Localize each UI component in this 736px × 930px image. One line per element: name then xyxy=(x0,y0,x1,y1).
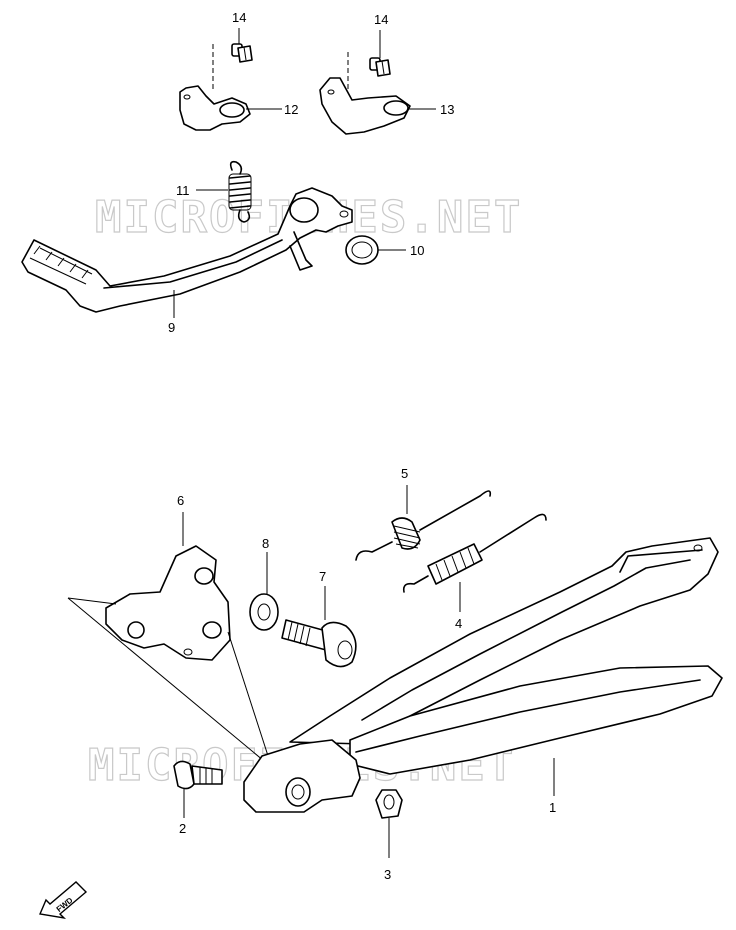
part-2-stud-bolt xyxy=(173,760,223,818)
callout-10: 10 xyxy=(410,243,424,258)
callout-4: 4 xyxy=(455,616,462,631)
part-5-spring xyxy=(355,485,492,561)
guide-line-right xyxy=(227,631,271,763)
callout-1: 1 xyxy=(549,800,556,815)
part-9-brake-pedal xyxy=(21,187,353,318)
fwd-arrow-icon: FWD xyxy=(39,881,88,920)
part-11-spring xyxy=(196,160,252,223)
part-4-spring xyxy=(402,513,547,612)
callout-5: 5 xyxy=(401,466,408,481)
part-14-bolt-left xyxy=(212,28,253,92)
callout-14-left: 14 xyxy=(232,10,246,25)
part-10-washer xyxy=(345,235,406,265)
guide-line-top xyxy=(67,597,117,605)
callout-11: 11 xyxy=(176,183,190,198)
part-7-bolt xyxy=(281,586,357,668)
callout-9: 9 xyxy=(168,320,175,335)
part-14-bolt-right xyxy=(347,30,391,95)
part-12-bracket xyxy=(179,85,282,131)
callout-3: 3 xyxy=(384,867,391,882)
part-6-mount-bracket xyxy=(105,512,231,661)
callout-2: 2 xyxy=(179,821,186,836)
callout-8: 8 xyxy=(262,536,269,551)
part-13-bracket xyxy=(319,77,436,135)
callout-12: 12 xyxy=(284,102,298,117)
callout-7: 7 xyxy=(319,569,326,584)
callout-14-right: 14 xyxy=(374,12,388,27)
callout-13: 13 xyxy=(440,102,454,117)
part-8-washer xyxy=(249,552,279,631)
guide-line-left xyxy=(67,597,271,767)
part-3-nut xyxy=(375,789,403,858)
part-1-side-stand xyxy=(243,537,723,813)
callout-6: 6 xyxy=(177,493,184,508)
